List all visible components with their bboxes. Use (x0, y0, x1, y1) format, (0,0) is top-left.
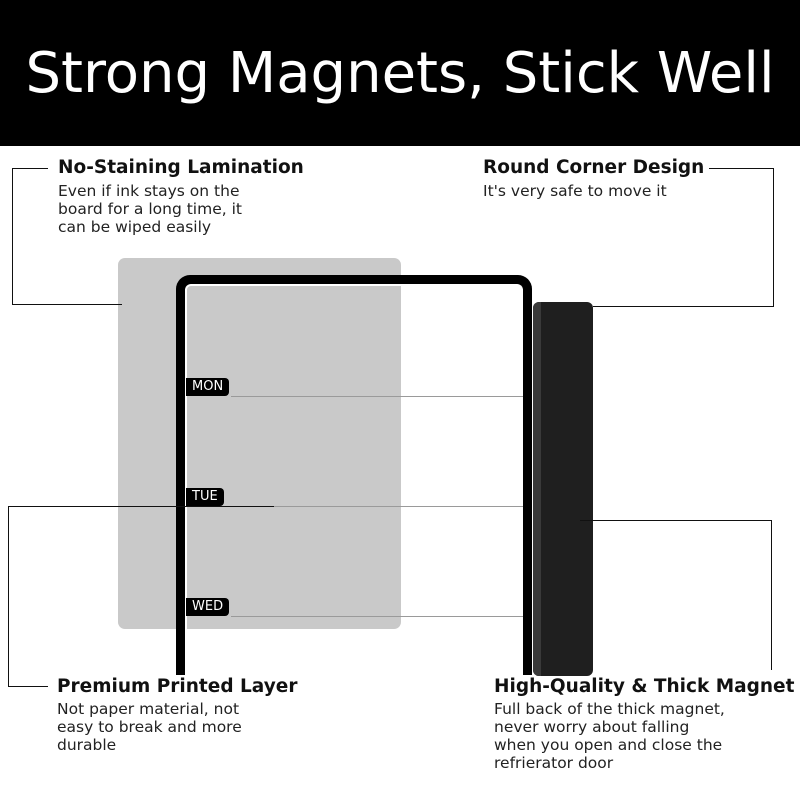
callout-magnet-line: refrierator door (494, 754, 614, 772)
callout-corner-title: Round Corner Design (483, 157, 705, 178)
day-tag-mon: MON (186, 378, 230, 396)
leader-corner-bottom (593, 306, 774, 307)
callout-lamination-line: Even if ink stays on the (58, 182, 240, 200)
magnet-backing (533, 302, 593, 676)
callout-printed-title: Premium Printed Layer (57, 676, 298, 697)
callout-magnet-line: never worry about falling (494, 718, 690, 736)
header-banner: Strong Magnets, Stick Well (0, 0, 800, 146)
leader-lamination-top (12, 168, 48, 169)
callout-printed-line: durable (57, 736, 117, 754)
callout-lamination-line: can be wiped easily (58, 218, 212, 236)
callout-lamination-title: No-Staining Lamination (58, 157, 304, 178)
leader-corner-top (709, 168, 773, 169)
callout-lamination-body: Even if ink stays on the board for a lon… (58, 182, 242, 236)
callout-magnet-line: when you open and close the (494, 736, 723, 754)
lamination-layer-panel (118, 258, 401, 629)
callout-corner-line: It's very safe to move it (483, 182, 667, 200)
leader-printed-top (8, 506, 274, 507)
row-line-wed (231, 616, 523, 617)
day-tag-tue: TUE (186, 488, 224, 506)
leader-printed-bottom (8, 686, 48, 687)
callout-magnet-body: Full back of the thick magnet, never wor… (494, 700, 725, 772)
board-frame (176, 275, 532, 675)
row-line-tue (231, 506, 523, 507)
board-inner-outline (185, 284, 523, 675)
callout-corner-body: It's very safe to move it (483, 182, 667, 200)
callout-printed-line: Not paper material, not (57, 700, 240, 718)
callout-magnet-line: Full back of the thick magnet, (494, 700, 725, 718)
callout-lamination-line: board for a long time, it (58, 200, 242, 218)
leader-lamination-vertical (12, 168, 13, 304)
leader-printed-vertical (8, 506, 9, 686)
leader-lamination-bottom (12, 304, 122, 305)
row-line-mon (231, 396, 523, 397)
callout-printed-line: easy to break and more (57, 718, 242, 736)
callout-magnet-title: High-Quality & Thick Magnet (494, 676, 795, 697)
leader-magnet-vertical (771, 520, 772, 670)
day-tag-wed: WED (186, 598, 230, 616)
page-title: Strong Magnets, Stick Well (25, 40, 775, 106)
magnet-edge (533, 302, 541, 676)
callout-printed-body: Not paper material, not easy to break an… (57, 700, 242, 754)
leader-corner-vertical (773, 168, 774, 306)
leader-magnet-top (580, 520, 772, 521)
